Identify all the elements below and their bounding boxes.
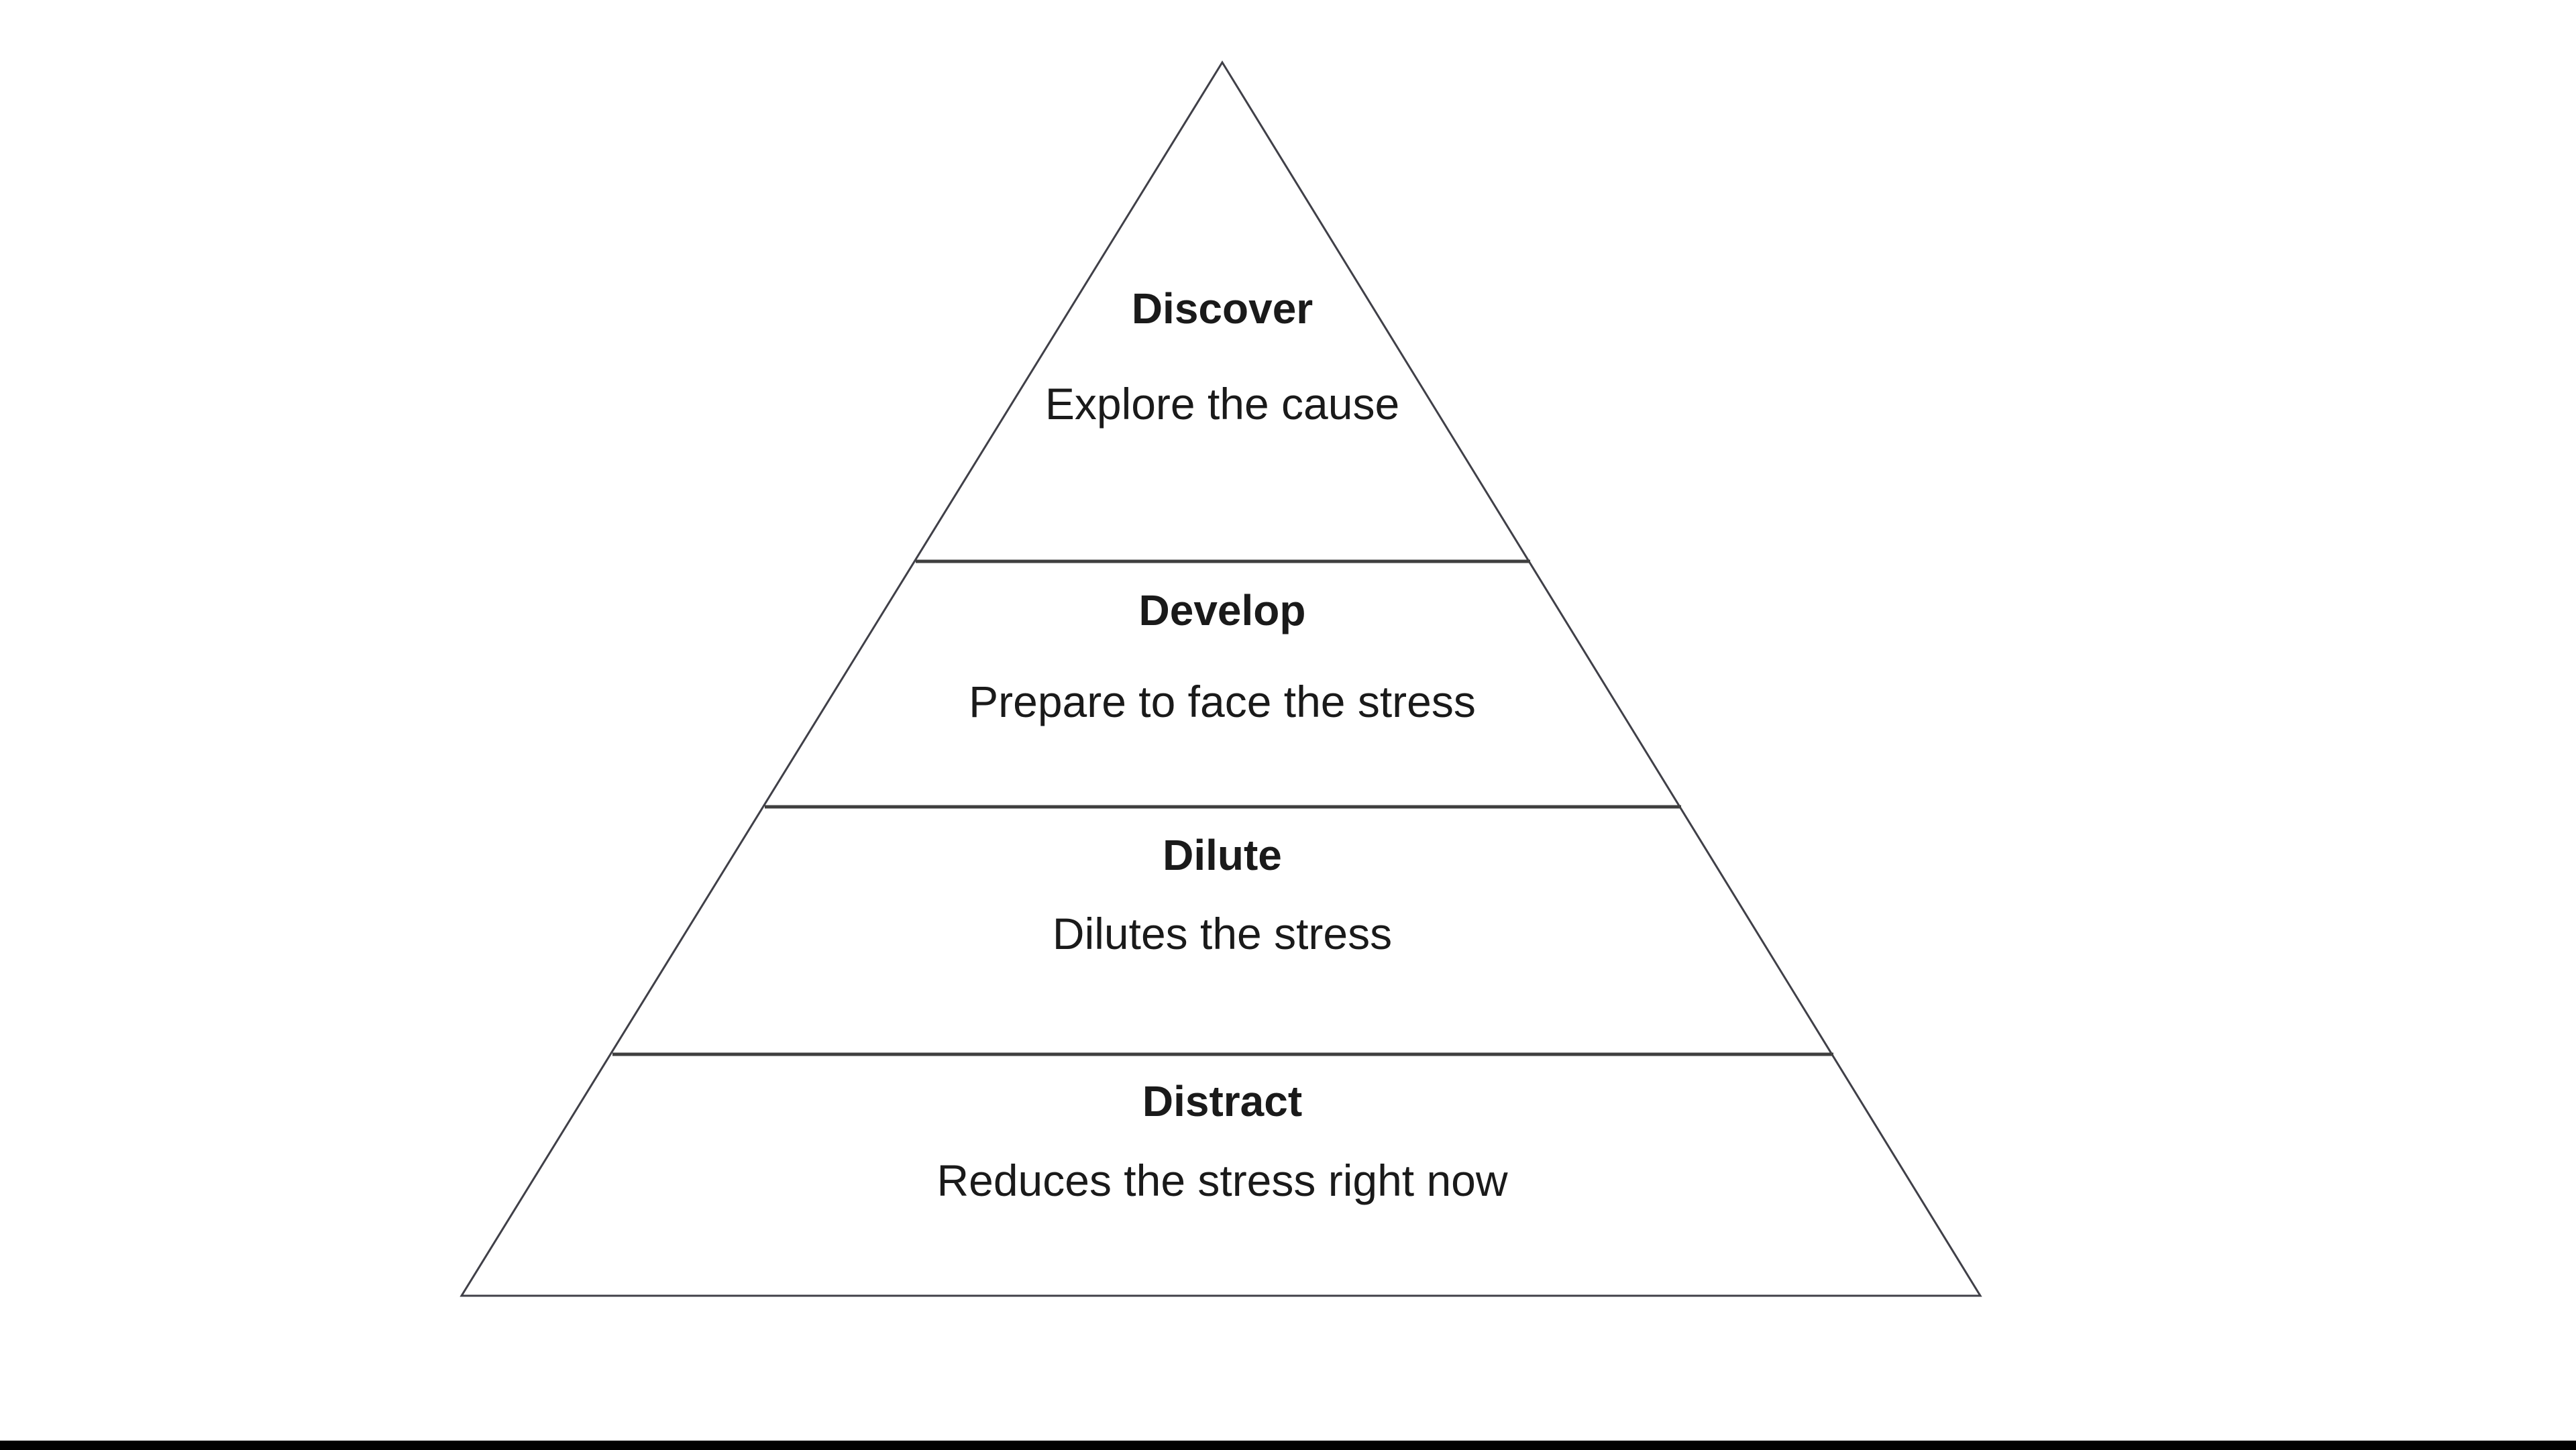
tier-subtitle-discover: Explore the cause <box>1044 379 1400 429</box>
tier-subtitle-develop: Prepare to face the stress <box>969 677 1476 726</box>
tier-title-dilute: Dilute <box>1163 831 1282 879</box>
tier-title-develop: Develop <box>1138 586 1306 634</box>
pyramid-outline <box>460 60 1982 1297</box>
tier-subtitle-distract: Reduces the stress right now <box>936 1156 1508 1205</box>
tier-title-discover: Discover <box>1131 284 1313 333</box>
tier-subtitle-dilute: Dilutes the stress <box>1052 909 1393 958</box>
tier-title-distract: Distract <box>1142 1077 1303 1125</box>
bottom-edge-bar <box>0 1441 2576 1450</box>
